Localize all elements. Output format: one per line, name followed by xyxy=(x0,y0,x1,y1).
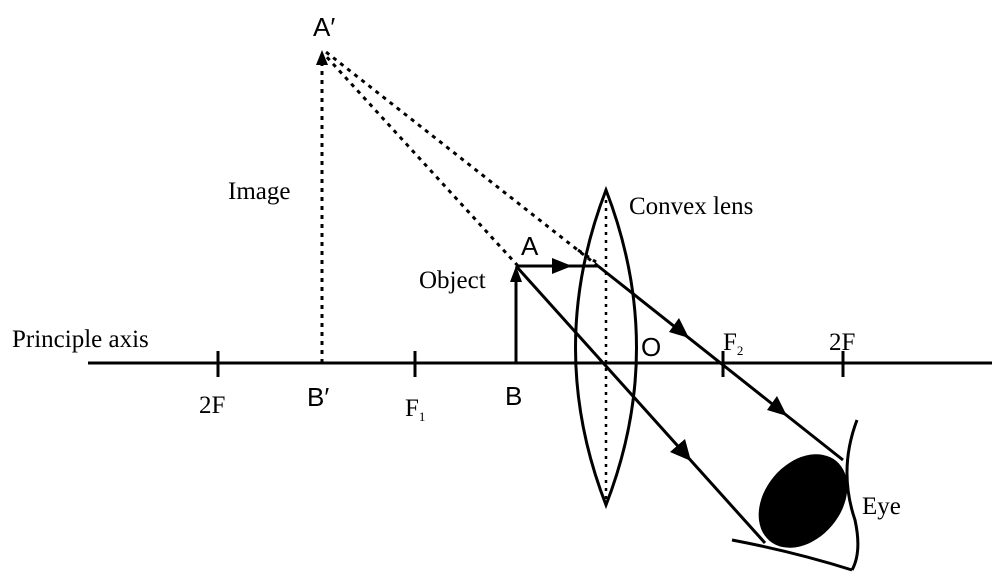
label-object-tip: A xyxy=(521,231,539,261)
ray-refracted xyxy=(597,264,844,462)
eye xyxy=(731,419,860,572)
label-image-base: B′ xyxy=(307,382,329,412)
extension-refracted-ray xyxy=(325,50,599,268)
label-object: Object xyxy=(419,267,486,294)
label-2f-left: 2F xyxy=(199,392,225,419)
label-optical-center: O xyxy=(641,332,661,362)
label-f1: F1 xyxy=(405,395,425,424)
eye-upper-lid xyxy=(845,419,860,571)
label-f2: F2 xyxy=(723,329,743,358)
label-convex-lens: Convex lens xyxy=(629,193,753,220)
ray-parallel-arrow xyxy=(552,258,572,274)
ray-center-arrow xyxy=(670,439,691,461)
label-image: Image xyxy=(228,178,290,205)
ray-refracted-arrow-2 xyxy=(767,396,787,416)
ray-through-center xyxy=(514,264,767,545)
eye-lower-lid xyxy=(731,538,853,572)
extension-connector xyxy=(577,248,597,264)
label-2f-right: 2F xyxy=(829,329,855,356)
convex-lens xyxy=(574,185,638,510)
object-arrow-head xyxy=(510,266,522,282)
eye-pupil xyxy=(758,454,848,548)
image-arrow-head xyxy=(316,50,328,65)
extension-center-ray xyxy=(322,52,520,268)
label-object-base: B xyxy=(505,381,522,411)
label-image-tip: A′ xyxy=(313,12,335,42)
label-eye: Eye xyxy=(862,493,901,520)
label-principal-axis: Principle axis xyxy=(12,326,149,353)
ray-refracted-arrow-1 xyxy=(669,318,689,338)
